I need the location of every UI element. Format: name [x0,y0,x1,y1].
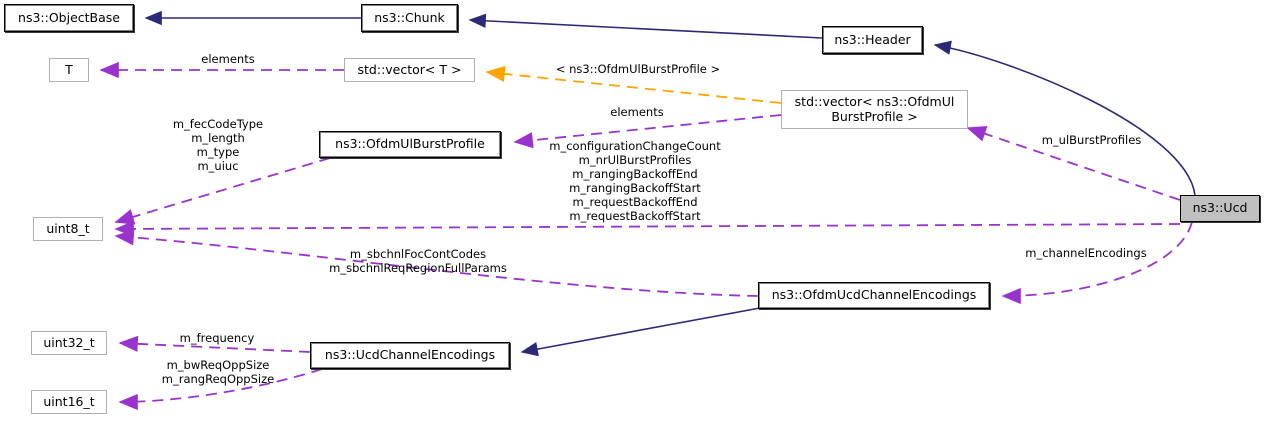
edge-label-elements-t: elements [201,52,255,66]
class-node-ucdchannelencodings[interactable]: ns3::UcdChannelEncodings [310,342,510,369]
edge-label-elements-ofdmul: elements [610,105,664,119]
edge-ofdmucd-to-uint8 [114,229,759,297]
edge-label-channelencodings: m_channelEncodings [1025,246,1147,260]
edge-template-vector [485,65,782,104]
class-node-objectbase[interactable]: ns3::ObjectBase [4,4,134,32]
edge-ucd-ulburstprofiles [966,126,1181,201]
class-node-header[interactable]: ns3::Header [822,26,923,54]
edge-label-ulburstprofiles: m_ulBurstProfiles [1041,133,1142,147]
class-node-vector_t[interactable]: std::vector< T > [344,58,475,82]
class-node-uint16[interactable]: uint16_t [31,390,107,414]
edge-ucd-to-header [933,40,1196,196]
edge-label-fields-ofdmucd: m_sbchnlFocContCodes m_sbchnlReqRegionFu… [329,247,507,276]
edge-label-fields-ofdmulburstprofile: m_fecCodeType m_length m_type m_uiuc [172,117,264,174]
class-node-vector_ofdmul[interactable]: std::vector< ns3::OfdmUl BurstProfile > [781,90,968,129]
edge-ucdchannelencodings-to-uint16 [118,368,323,411]
class-node-ucd[interactable]: ns3::Ucd [1180,195,1260,222]
edge-label-oppsizes: m_bwReqOppSize m_rangReqOppSize [161,358,275,387]
edge-label-frequency: m_frequency [179,331,255,345]
edge-ucd-channelencodings [1001,221,1193,305]
class-node-t[interactable]: T [49,58,89,82]
edge-label-template-ofdmul: < ns3::OfdmUlBurstProfile > [555,62,721,76]
edge-label-fields-ucd: m_configurationChangeCount m_nrUlBurstPr… [549,139,721,224]
edge-ofdmulburstprofile-to-uint8 [114,157,331,225]
class-node-ofdmucdchannelencodings[interactable]: ns3::OfdmUcdChannelEncodings [758,282,990,309]
class-node-uint8[interactable]: uint8_t [33,217,103,241]
class-node-uint32[interactable]: uint32_t [31,331,107,355]
class-node-ofdmulburstprofile[interactable]: ns3::OfdmUlBurstProfile [319,131,501,158]
edge-ofdmucd-to-ucdchannelencodings [520,307,761,357]
edge-header-to-chunk [468,13,823,39]
edge-ucd-to-uint8 [114,220,1181,238]
edge-ucdchannelencodings-to-uint32 [118,335,311,353]
edge-vector-elements-ofdmulburstprofile [513,114,782,149]
class-node-chunk[interactable]: ns3::Chunk [361,4,458,32]
